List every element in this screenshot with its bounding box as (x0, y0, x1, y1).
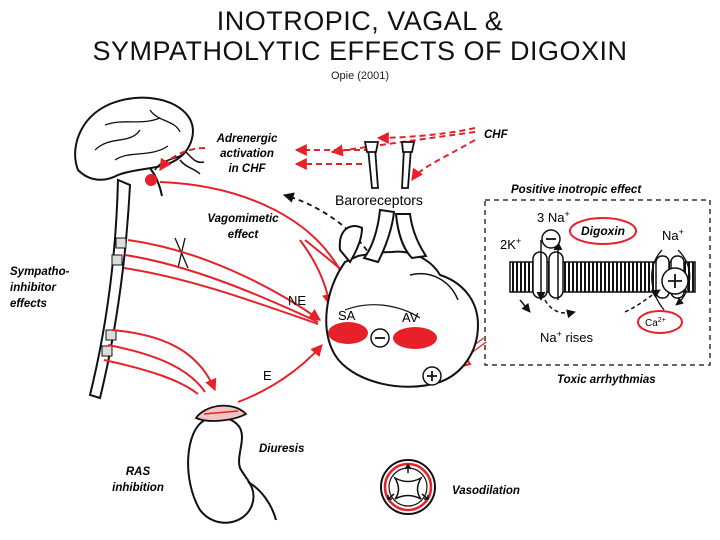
e-label: E (263, 368, 272, 383)
sympatho-label: Sympatho- inhibitor effects (10, 266, 70, 310)
digoxin-label: Digoxin (581, 224, 625, 238)
three-na-label: 3 Na+ (537, 209, 570, 225)
citation: Opie (2001) (330, 70, 390, 82)
vagomimetic-label: Vagomimetic effect (207, 213, 279, 241)
na-rises-label: Na+ rises (540, 329, 593, 345)
av-node (393, 327, 437, 349)
two-k-label: 2K+ (500, 236, 521, 252)
chf-label: CHF (484, 129, 509, 141)
vasodilation-label: Vasodilation (452, 485, 520, 497)
na-k-pump-icon (532, 240, 564, 301)
svg-text:effects: effects (10, 298, 47, 310)
svg-text:Vagomimetic: Vagomimetic (207, 213, 279, 225)
ca-label: Ca2+ (645, 317, 666, 329)
baroreceptors-label: Baroreceptors (335, 192, 423, 208)
svg-text:effect: effect (228, 229, 260, 241)
spinal-cord-icon (88, 178, 132, 400)
carotid-icon (363, 141, 416, 189)
toxic-arrhythmias-label: Toxic arrhythmias (557, 374, 656, 386)
av-label: AV (402, 310, 419, 325)
positive-inotropic-label: Positive inotropic effect (511, 184, 642, 196)
svg-text:inhibitor: inhibitor (10, 282, 57, 294)
ras-label: RAS inhibition (112, 466, 164, 494)
digoxin-oval (569, 217, 637, 245)
inotropic-box (484, 199, 711, 366)
svg-text:RAS: RAS (126, 466, 151, 478)
kidney-icon (187, 404, 277, 524)
na-plus-label: Na+ (662, 227, 684, 243)
svg-text:Sympatho-: Sympatho- (10, 266, 70, 278)
calcium-oval (637, 310, 683, 334)
feedback-arrow (282, 192, 373, 259)
adrenergic-label: Adrenergic activation in CHF (216, 133, 278, 175)
sa-node (328, 322, 368, 344)
plus-sign (427, 371, 437, 381)
ne-label: NE (288, 293, 306, 308)
svg-text:activation: activation (220, 148, 274, 160)
title-line-1: INOTROPIC, VAGAL & (216, 6, 504, 36)
svg-text:Adrenergic: Adrenergic (216, 133, 278, 145)
heart-icon (325, 208, 480, 388)
sympathetic-chain (174, 237, 189, 269)
svg-text:in CHF: in CHF (228, 163, 266, 175)
sa-label: SA (338, 308, 356, 323)
diuresis-label: Diuresis (259, 443, 304, 455)
svg-text:inhibition: inhibition (112, 482, 164, 494)
medulla-dot (145, 174, 157, 186)
vessel-icon (380, 459, 436, 515)
brain-icon (74, 96, 194, 197)
title-line-2: SYMPATHOLYTIC EFFECTS OF DIGOXIN (92, 36, 628, 66)
